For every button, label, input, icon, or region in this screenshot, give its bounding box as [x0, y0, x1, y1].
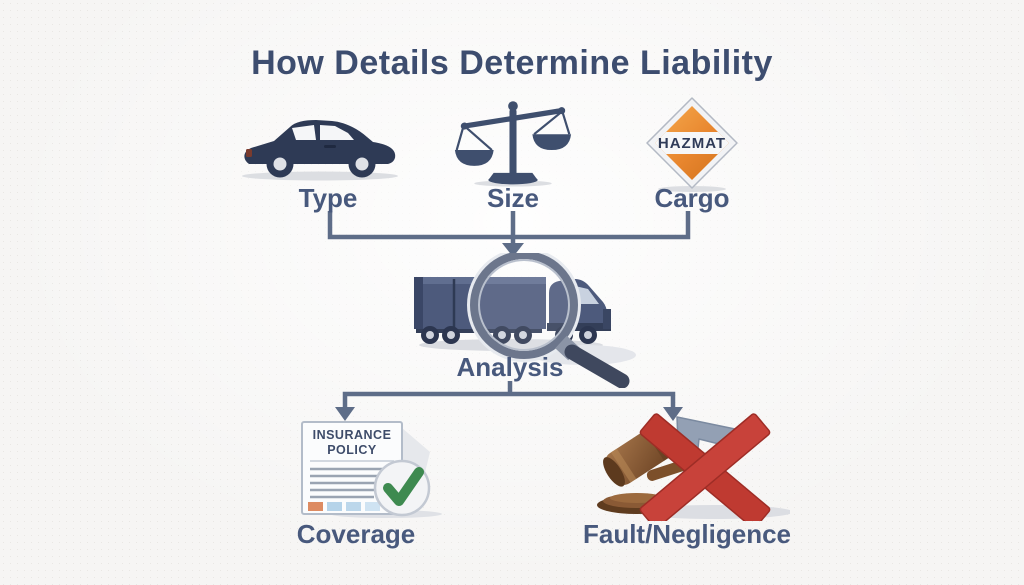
x-mark-icon: [639, 413, 771, 521]
hazmat-sign-icon: HAZMAT: [646, 97, 738, 192]
factor-type-figure: [238, 110, 402, 184]
outcome-fault-label: Fault/Negligence: [582, 519, 792, 549]
page-title: How Details Determine Liability: [251, 44, 773, 82]
factor-size-label: Size: [486, 183, 540, 213]
outcome-coverage-figure: INSURANCE POLICY: [294, 418, 446, 518]
insurance-policy-check-icon: INSURANCE POLICY: [301, 421, 442, 518]
insurance-doc-title-line1: INSURANCE: [313, 428, 392, 442]
scales-icon: [454, 101, 572, 187]
policy-color-tabs: [308, 502, 380, 511]
car-icon: [242, 120, 398, 181]
magnifier-icon: [467, 253, 630, 388]
checkmark-icon: [373, 459, 431, 517]
merge-connector-line: [327, 211, 691, 240]
hazmat-sign-text: HAZMAT: [658, 135, 726, 152]
factor-cargo-label: Cargo: [654, 183, 730, 213]
factor-type-label: Type: [298, 183, 358, 213]
analysis-figure: [406, 253, 641, 388]
gavel-x-icon: [597, 413, 790, 521]
truck-magnifier-icon: [414, 253, 636, 388]
factor-size-figure: [448, 99, 578, 187]
outcome-coverage-label: Coverage: [296, 519, 416, 549]
factor-cargo-figure: HAZMAT: [627, 97, 757, 193]
analysis-label: Analysis: [456, 352, 564, 382]
insurance-doc-title-line2: POLICY: [327, 443, 377, 457]
outcome-fault-figure: [585, 413, 790, 521]
